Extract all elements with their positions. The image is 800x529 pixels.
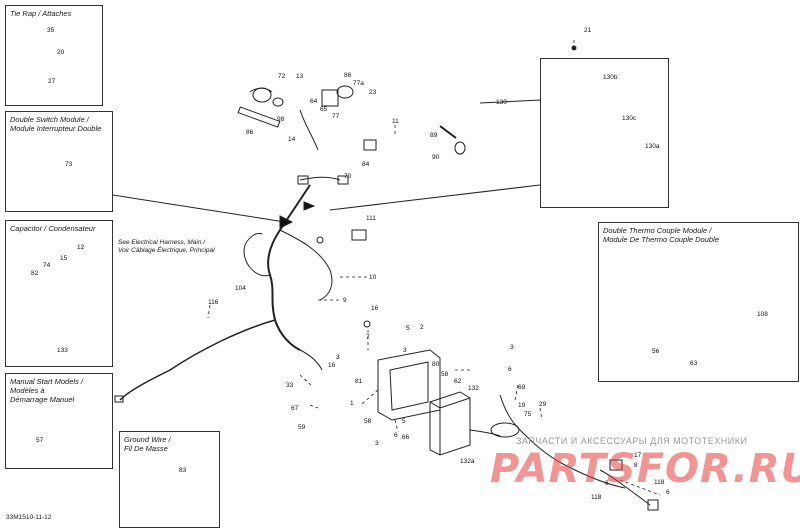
part-label: 72 bbox=[278, 73, 286, 80]
tie-rap-box: Tie Rap / Attaches bbox=[5, 5, 103, 106]
double-switch-box: Double Switch Module / Module Interrupte… bbox=[5, 111, 113, 212]
part-label: 6 bbox=[394, 432, 398, 439]
part-label: 16 bbox=[371, 305, 379, 312]
part-label: 75 bbox=[524, 411, 532, 418]
part-label: 21 bbox=[584, 27, 592, 34]
watermark-logo: PARTSFOR.RU bbox=[490, 446, 800, 492]
double-switch-title: Double Switch Module / Module Interrupte… bbox=[10, 115, 102, 133]
part-label: 12 bbox=[77, 244, 85, 251]
part-label: 14 bbox=[288, 136, 296, 143]
tie-rap-title: Tie Rap / Attaches bbox=[10, 9, 72, 18]
part-label: 63 bbox=[690, 360, 698, 367]
part-label: 132 bbox=[468, 385, 479, 392]
part-label: 1 bbox=[350, 400, 354, 407]
part-label: 3 bbox=[510, 344, 514, 351]
part-label: 81 bbox=[355, 378, 363, 385]
part-label: 98 bbox=[277, 116, 285, 123]
part-label: 77 bbox=[332, 113, 340, 120]
part-label: 57 bbox=[36, 437, 44, 444]
part-label: 69 bbox=[518, 384, 526, 391]
manual-start-box: Manual Start Models / Modèles à Démarrag… bbox=[5, 373, 113, 469]
manual-start-title: Manual Start Models / Modèles à Démarrag… bbox=[10, 377, 83, 404]
part-label: 5 bbox=[402, 418, 406, 425]
part-label: 8 bbox=[634, 462, 638, 469]
gauge-box bbox=[540, 58, 669, 208]
part-label: 3 bbox=[403, 347, 407, 354]
part-label: 111 bbox=[366, 215, 376, 222]
part-label: 70 bbox=[344, 173, 352, 180]
part-label: 33 bbox=[286, 382, 294, 389]
part-label: 6 bbox=[508, 366, 512, 373]
part-label: 77a bbox=[353, 80, 364, 87]
watermark-tagline: ЗАПЧАСТИ И АКСЕССУАРЫ ДЛЯ МОТОТЕХНИКИ bbox=[516, 436, 748, 446]
part-label: 17 bbox=[634, 452, 642, 459]
part-label: 16 bbox=[328, 362, 336, 369]
part-label: 90 bbox=[432, 154, 440, 161]
part-label: 10 bbox=[369, 274, 377, 281]
part-label: 62 bbox=[454, 378, 462, 385]
harness-reference-note: See Electrical Harness, Main / Voir Câbl… bbox=[118, 239, 215, 254]
part-label: 86 bbox=[344, 72, 352, 79]
part-label: 59 bbox=[298, 424, 306, 431]
part-label: 11 bbox=[392, 118, 399, 125]
part-label: 58 bbox=[441, 371, 449, 378]
part-label: 82 bbox=[31, 270, 39, 277]
part-label: 86 bbox=[246, 129, 254, 136]
part-label: 130b bbox=[603, 74, 618, 81]
part-label: 58 bbox=[364, 418, 372, 425]
part-label: 65 bbox=[320, 106, 328, 113]
part-label: 35 bbox=[47, 27, 55, 34]
diagram-code: 33M1510-11-12 bbox=[6, 514, 52, 521]
part-label: 84 bbox=[362, 161, 370, 168]
part-label: 80 bbox=[432, 361, 440, 368]
part-label: 133 bbox=[57, 347, 68, 354]
part-label: 116 bbox=[208, 299, 219, 306]
part-label: 5 bbox=[406, 325, 410, 332]
part-label: 6 bbox=[666, 489, 670, 496]
part-label: 108 bbox=[757, 311, 768, 318]
capacitor-title: Capacitor / Condensateur bbox=[10, 224, 96, 233]
part-label: 130c bbox=[622, 115, 637, 122]
part-label: 3 bbox=[336, 354, 340, 361]
capacitor-box: Capacitor / Condensateur bbox=[5, 220, 113, 367]
part-label: 74 bbox=[43, 262, 51, 269]
thermo-couple-box: Double Thermo Couple Module / Module De … bbox=[598, 222, 799, 382]
part-label: 23 bbox=[369, 89, 377, 96]
part-label: 3 bbox=[375, 440, 379, 447]
part-label: 7 bbox=[366, 334, 370, 341]
part-label: 56 bbox=[652, 348, 660, 355]
part-label: 2 bbox=[420, 324, 424, 331]
leader-line bbox=[112, 194, 286, 223]
part-label: 20 bbox=[57, 49, 65, 56]
part-label: 6 bbox=[605, 480, 609, 487]
part-label: 130a bbox=[645, 143, 660, 150]
part-label: 67 bbox=[291, 405, 299, 412]
part-label: 66 bbox=[402, 434, 410, 441]
part-label: 83 bbox=[179, 467, 187, 474]
thermo-couple-title: Double Thermo Couple Module / Module De … bbox=[603, 226, 719, 244]
part-label: 15 bbox=[60, 255, 68, 262]
part-label: 64 bbox=[310, 98, 318, 105]
part-label: 9 bbox=[343, 297, 347, 304]
part-label: 118 bbox=[591, 494, 602, 501]
ground-wire-box: Ground Wire / Fil De Masse bbox=[119, 431, 220, 528]
part-label: 19 bbox=[518, 402, 526, 409]
ground-wire-title: Ground Wire / Fil De Masse bbox=[124, 435, 171, 453]
part-label: 104 bbox=[235, 285, 246, 292]
part-label: 73 bbox=[65, 161, 73, 168]
part-label: 118 bbox=[654, 479, 665, 486]
part-label: 29 bbox=[539, 401, 547, 408]
part-label: 13 bbox=[296, 73, 304, 80]
part-label: 89 bbox=[430, 132, 438, 139]
part-label: 130 bbox=[496, 99, 507, 106]
part-label: 27 bbox=[48, 78, 56, 85]
part-label: 132a bbox=[460, 458, 475, 465]
